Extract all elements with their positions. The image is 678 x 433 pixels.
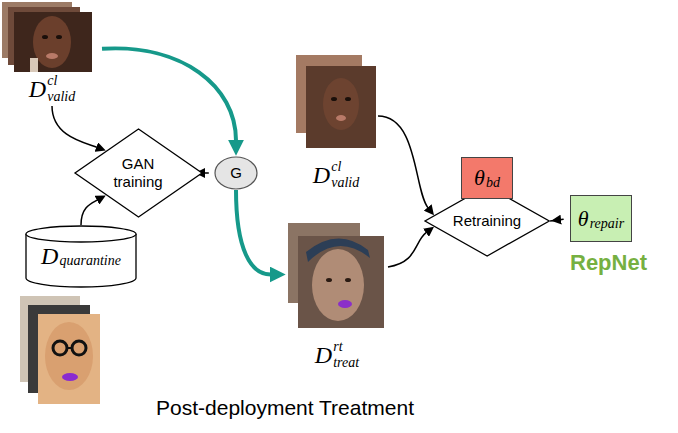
caption: Post-deployment Treatment xyxy=(120,396,450,420)
math-label: Dcl valid xyxy=(313,160,359,190)
decision-diamond: GAN training xyxy=(74,128,203,218)
scripts: repair xyxy=(590,207,624,231)
model-box: θbd xyxy=(461,157,513,199)
node-text: Retraining xyxy=(453,212,521,230)
valid-faces-middle xyxy=(296,55,376,148)
connector-arrow xyxy=(378,116,428,208)
scripts: cl valid xyxy=(331,160,359,190)
subscript: quarantine xyxy=(59,254,120,268)
superscript: cl xyxy=(47,74,75,88)
image-set: Drt treat xyxy=(286,222,388,372)
scripts: quarantine xyxy=(59,244,120,268)
generator-circle: G xyxy=(214,156,258,190)
valid-faces-top xyxy=(2,2,92,72)
subscript: treat xyxy=(333,356,359,370)
model-box: θrepairRepNet xyxy=(570,195,632,242)
connector-arrow xyxy=(203,172,209,174)
flow-arrow xyxy=(236,190,271,275)
quarantine-faces xyxy=(20,296,100,404)
math-label: θrepair xyxy=(578,207,624,231)
superscript: rt xyxy=(333,340,359,354)
math-label: Drt treat xyxy=(315,340,359,370)
node-text: G xyxy=(230,164,242,182)
treated-faces xyxy=(288,223,384,328)
symbol: D xyxy=(315,343,332,367)
node-text: GAN training xyxy=(103,155,173,191)
connector-arrow xyxy=(52,106,97,147)
subscript: repair xyxy=(590,217,624,231)
model-name: RepNet xyxy=(570,250,647,276)
symbol: D xyxy=(313,163,330,187)
scripts: cl valid xyxy=(47,74,75,104)
subscript: valid xyxy=(47,90,75,104)
math-label: Dquarantine xyxy=(41,244,121,268)
image-set: Dcl valid xyxy=(2,2,102,106)
subscript: bd xyxy=(486,176,500,190)
connector-arrow xyxy=(550,219,563,221)
database-cylinder: Dquarantine xyxy=(25,225,137,287)
connector-arrow xyxy=(81,200,97,225)
symbol: θ xyxy=(578,208,589,230)
symbol: D xyxy=(41,244,58,268)
connector-arrow xyxy=(388,232,426,267)
image-set: Dcl valid xyxy=(294,54,378,192)
symbol: θ xyxy=(474,167,485,189)
symbol: D xyxy=(29,77,46,101)
flow-arrow xyxy=(102,48,236,140)
math-label: Dcl valid xyxy=(29,74,75,104)
subscript: valid xyxy=(331,176,359,190)
superscript: cl xyxy=(331,160,359,174)
scripts: bd xyxy=(486,166,500,190)
scripts: rt treat xyxy=(333,340,359,370)
math-label: θbd xyxy=(474,166,500,190)
